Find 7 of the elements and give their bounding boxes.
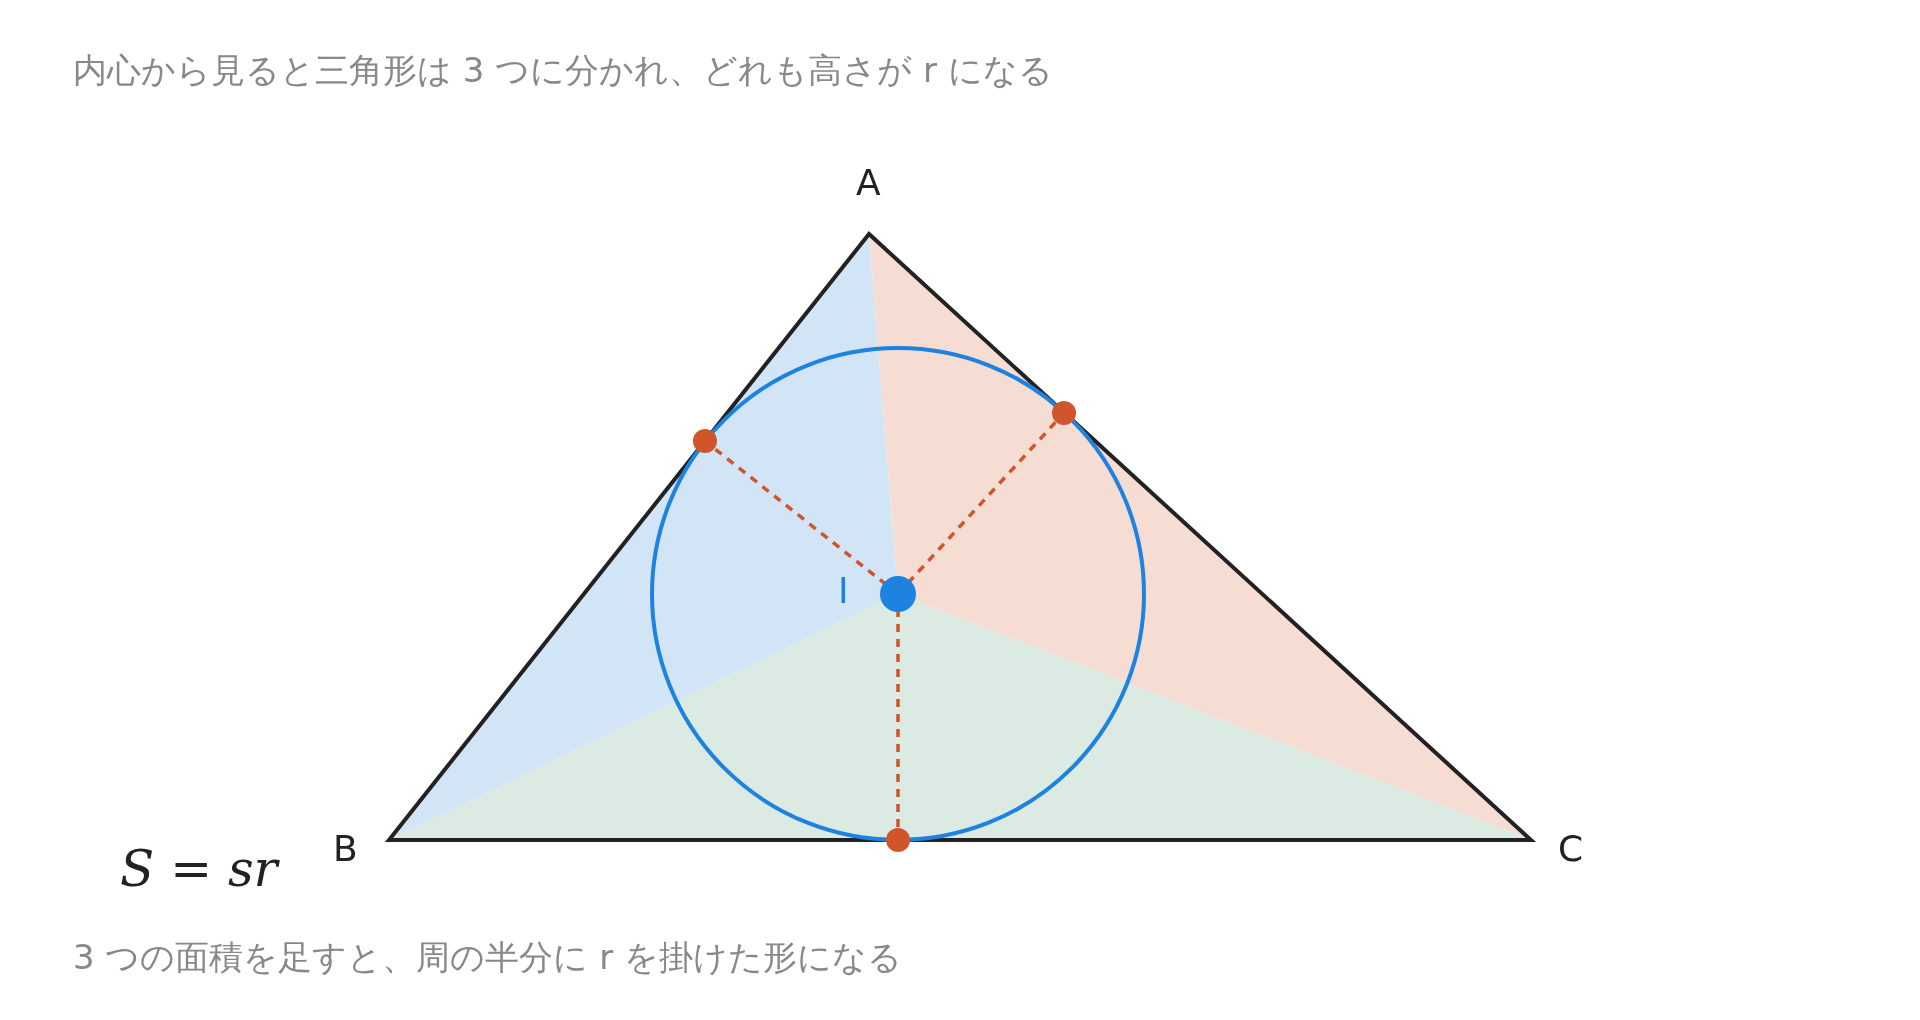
point-label: I — [838, 570, 849, 611]
vertex-label: B — [333, 828, 358, 869]
heading-text: 内心から見ると三角形は 3 つに分かれ、どれも高さが r になる — [73, 49, 1053, 92]
caption-text: 3 つの面積を足すと、周の半分に r を掛けた形になる — [73, 936, 903, 979]
vertex-label: C — [1558, 828, 1584, 869]
formula-text: S = sr — [120, 840, 278, 898]
vertex-label: A — [856, 162, 881, 203]
